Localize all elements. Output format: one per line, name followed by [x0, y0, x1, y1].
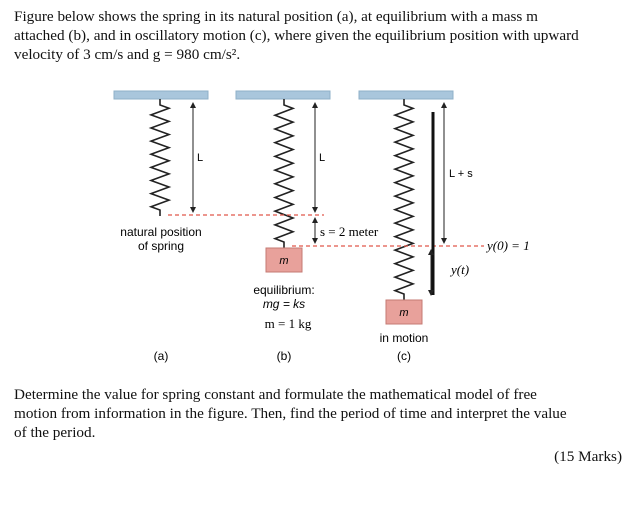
marks-label: (15 Marks): [554, 448, 622, 465]
mass-c: [385, 299, 423, 325]
question-line-2: motion from information in the figure. T…: [14, 405, 567, 422]
natural-label-2: of spring: [138, 239, 184, 253]
mass-b-label: m: [279, 255, 288, 267]
spring-b: [272, 99, 296, 248]
ceiling-c: [358, 90, 454, 100]
label-L-plus-s: L + s: [449, 168, 473, 180]
equil-label-2: mg = ks: [263, 297, 305, 311]
question-paragraph: Determine the value for spring constant …: [14, 385, 626, 442]
caption-c: (c): [397, 349, 411, 363]
question-line-3: of the period.: [14, 424, 96, 441]
caption-a: (a): [154, 349, 169, 363]
ceiling-b: [235, 90, 331, 100]
mass-c-label: m: [399, 307, 408, 319]
label-L-b: L: [319, 152, 325, 164]
label-s: s = 2 meter: [320, 224, 379, 239]
equil-label-1: equilibrium:: [253, 283, 314, 297]
intro-line-2: attached (b), and in oscillatory motion …: [14, 27, 579, 44]
caption-b: (b): [277, 349, 292, 363]
mass-b: [265, 247, 303, 273]
natural-label-1: natural position: [120, 225, 201, 239]
label-L-a: L: [197, 152, 203, 164]
spring-a: [148, 99, 172, 216]
label-y-t: y(t): [449, 262, 469, 277]
intro-line-1: Figure below shows the spring in its nat…: [14, 8, 538, 25]
intro-line-3: velocity of 3 cm/s and g = 980 cm/s².: [14, 46, 241, 63]
in-motion-label: in motion: [380, 331, 429, 345]
equil-label-3: m = 1 kg: [265, 316, 312, 331]
label-y0: y(0) = 1: [485, 238, 530, 253]
spring-c: [392, 99, 416, 300]
ceiling-a: [113, 90, 209, 100]
question-line-1: Determine the value for spring constant …: [14, 386, 537, 403]
intro-paragraph: Figure below shows the spring in its nat…: [14, 7, 626, 64]
